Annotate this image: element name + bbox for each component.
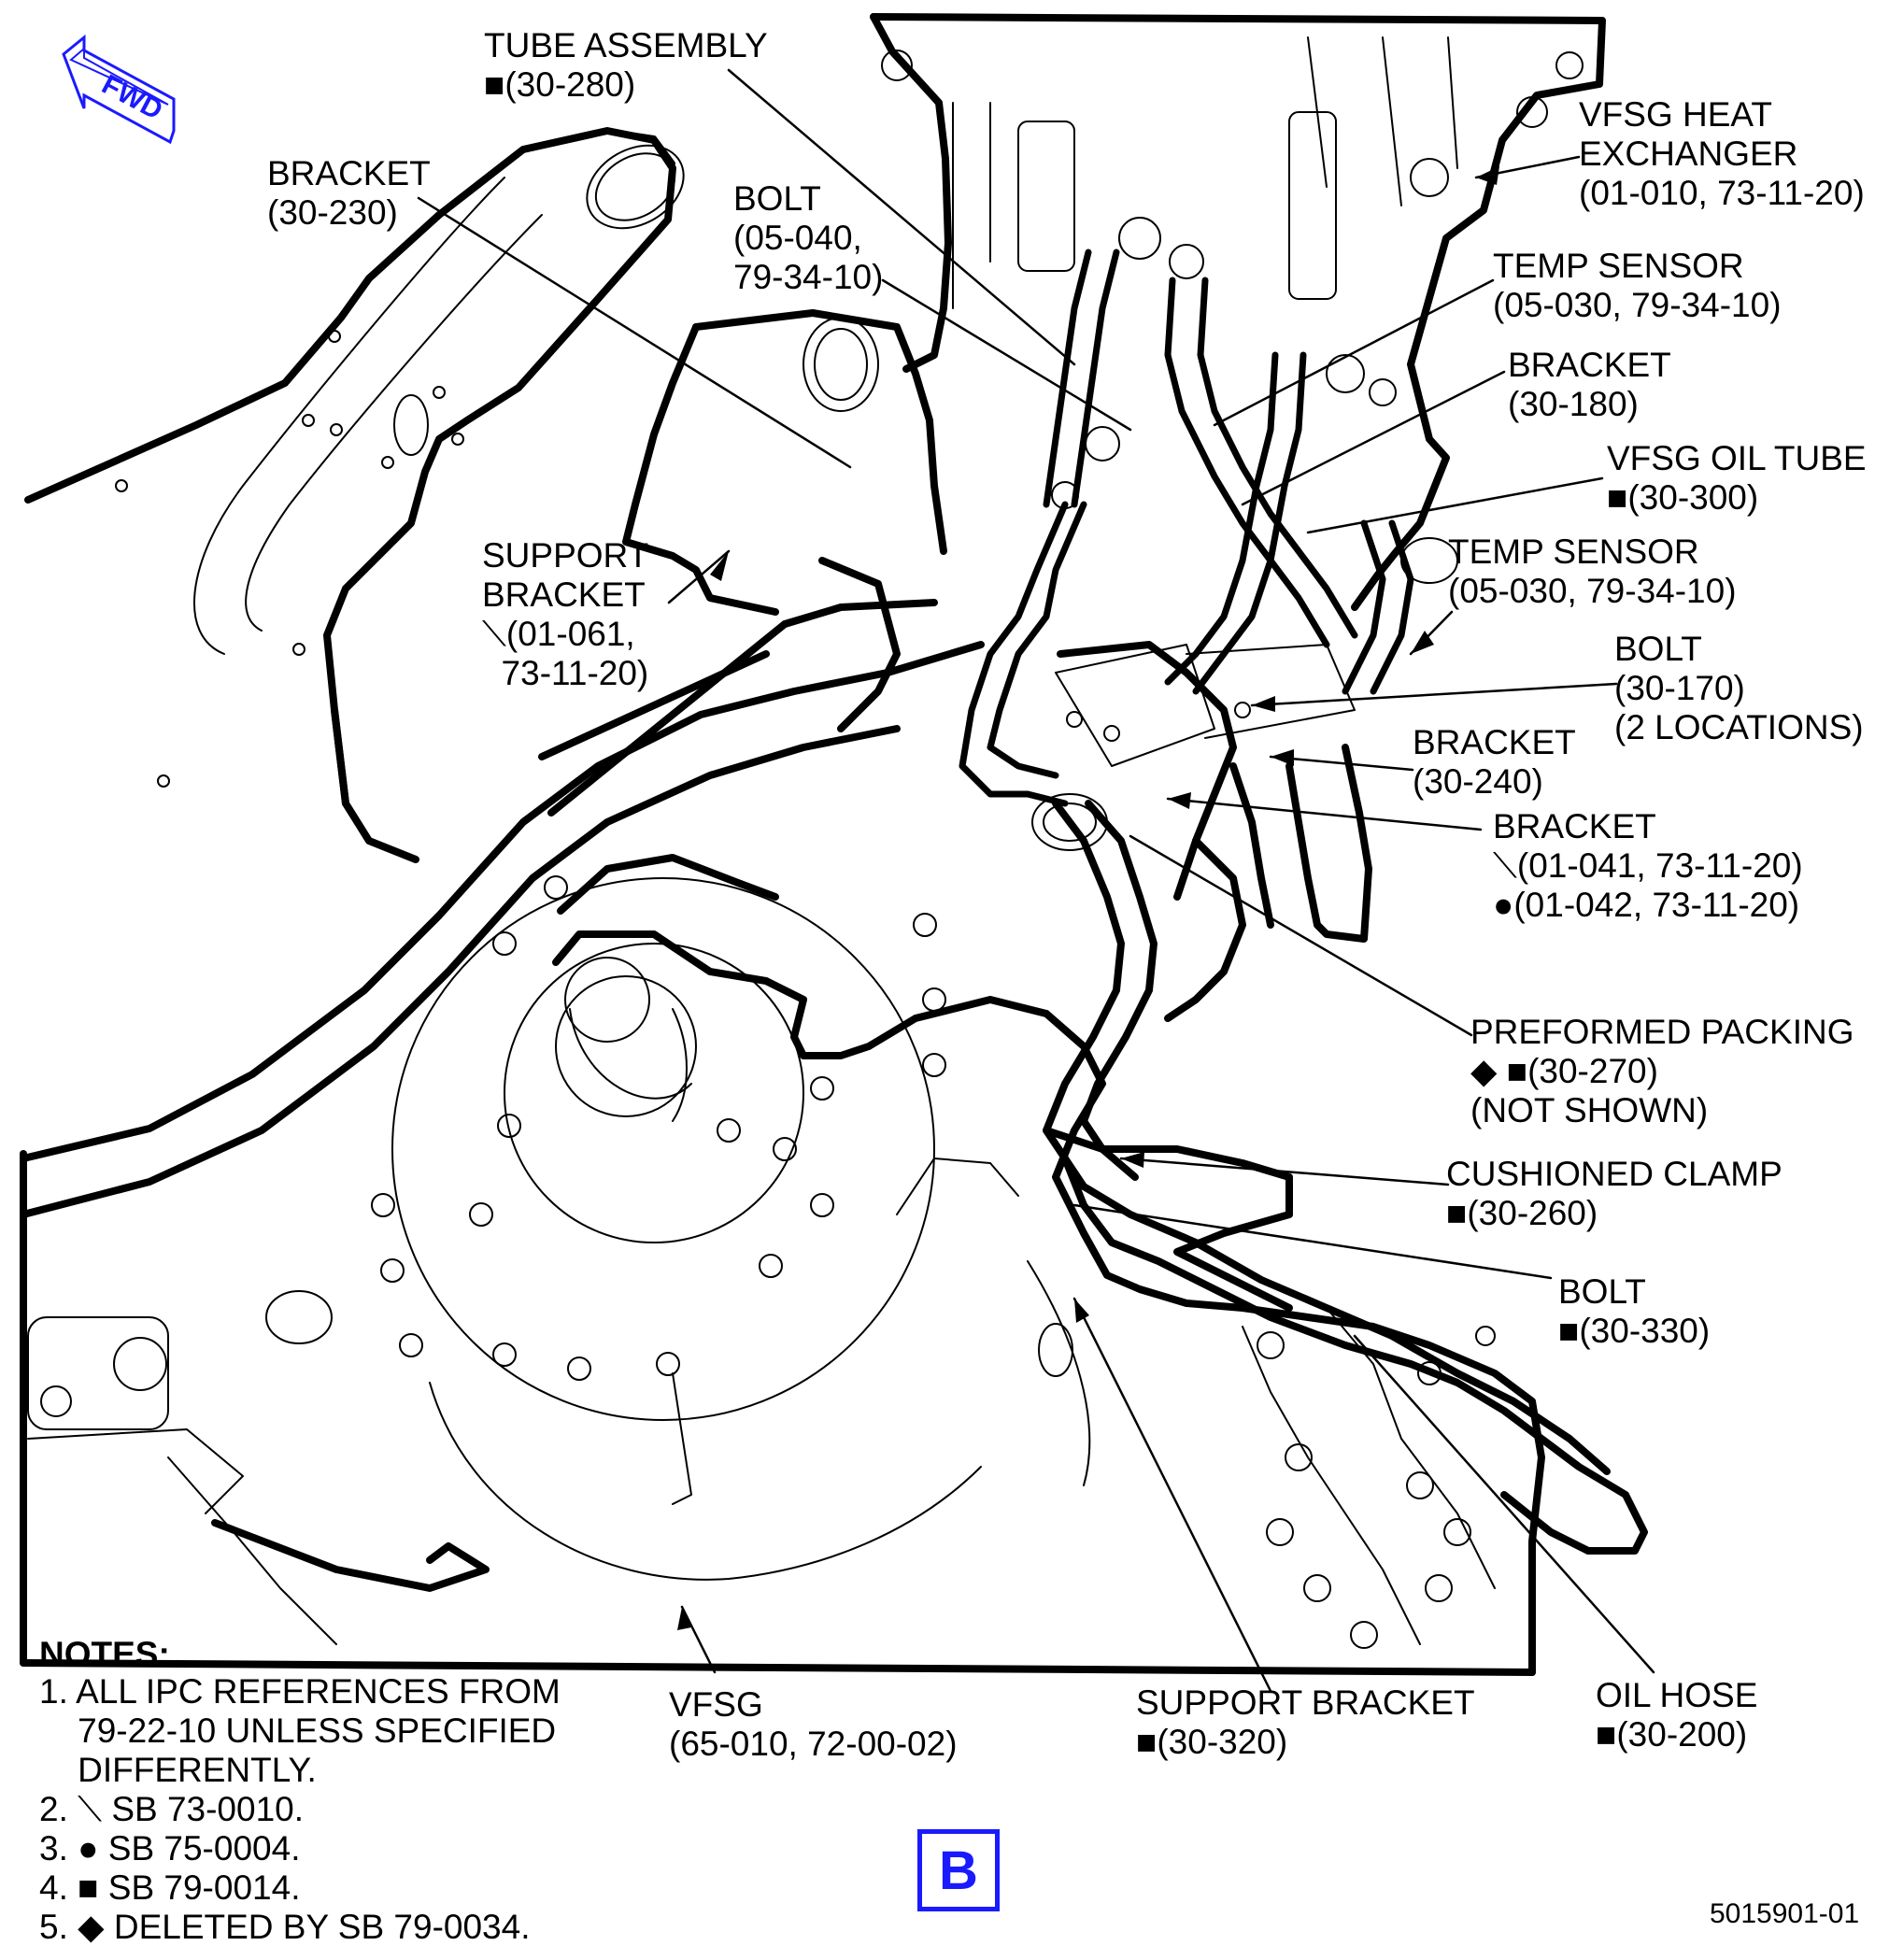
- right-tube-outline: [1164, 744, 1372, 1022]
- tube-assembly-outline: [959, 249, 1414, 807]
- callout-line: TEMP SENSOR: [1448, 533, 1699, 571]
- callout-tube-assembly: TUBE ASSEMBLY■(30-280): [484, 26, 768, 105]
- callout-line: VFSG HEAT: [1579, 95, 1772, 134]
- callout-vfsg-oil-tube: VFSG OIL TUBE■(30-300): [1607, 439, 1867, 518]
- callout-line: BRACKET: [482, 575, 646, 614]
- callout-line: EXCHANGER: [1579, 135, 1798, 173]
- support-bracket-outline: [622, 309, 1237, 901]
- note-line: 5. ◆ DELETED BY SB 79-0034.: [39, 1908, 531, 1946]
- note-line: 3. ● SB 75-0004.: [39, 1829, 301, 1868]
- vfsg-oil-tube-outline: [20, 599, 985, 1218]
- callout-temp-sensor-1: TEMP SENSOR(05-030, 79-34-10): [1493, 247, 1782, 325]
- callout-line: (05-040,: [733, 219, 862, 257]
- callout-bracket-240: BRACKET(30-240): [1413, 723, 1576, 802]
- callout-cushioned-clamp: CUSHIONED CLAMP■(30-260): [1446, 1155, 1782, 1233]
- note-line: 1. ALL IPC REFERENCES FROM: [39, 1672, 561, 1711]
- callout-line: (2 LOCATIONS): [1614, 708, 1864, 746]
- callout-support-bracket-320: SUPPORT BRACKET■(30-320): [1136, 1683, 1475, 1762]
- fwd-arrow-icon: FWD: [62, 34, 176, 145]
- callout-line: BRACKET: [1493, 807, 1656, 845]
- callout-line: BOLT: [1614, 630, 1702, 668]
- callout-line: BOLT: [733, 179, 821, 218]
- callout-line: ⟍(01-061,: [482, 615, 635, 653]
- callout-line: ■(30-300): [1607, 478, 1759, 517]
- callout-temp-sensor-2: TEMP SENSOR(05-030, 79-34-10): [1448, 533, 1737, 611]
- callout-bracket-041: BRACKET⟍(01-041, 73-11-20)●(01-042, 73-1…: [1493, 807, 1803, 925]
- callout-line: BOLT: [1558, 1272, 1646, 1311]
- callout-line: PREFORMED PACKING: [1470, 1013, 1854, 1051]
- callout-bracket-230: BRACKET(30-230): [267, 154, 431, 233]
- callout-line: BRACKET: [1508, 346, 1671, 384]
- callout-line: (05-030, 79-34-10): [1448, 572, 1737, 610]
- callout-line: ■(30-330): [1558, 1312, 1711, 1350]
- callout-line: (30-180): [1508, 385, 1639, 423]
- callout-line: SUPPORT: [482, 536, 649, 575]
- callout-line: ■(30-280): [484, 65, 636, 104]
- note-line: 2. ⟍ SB 73-0010.: [39, 1790, 305, 1828]
- callout-bolt-040: BOLT(05-040,79-34-10): [733, 179, 883, 297]
- callout-line: 73-11-20): [482, 654, 649, 692]
- callout-bracket-180: BRACKET(30-180): [1508, 346, 1671, 424]
- callout-line: ●(01-042, 73-11-20): [1493, 886, 1800, 924]
- note-line: 79-22-10 UNLESS SPECIFIED: [39, 1711, 557, 1750]
- callout-preformed-packing: PREFORMED PACKING◆ ■(30-270)(NOT SHOWN): [1470, 1013, 1853, 1130]
- callout-line: ■(30-260): [1446, 1194, 1598, 1232]
- view-label: B: [917, 1829, 1000, 1911]
- inlet-duct-outline: [24, 127, 676, 863]
- leader-arrowheads: [677, 166, 1499, 1630]
- notes-title: NOTES:: [39, 1635, 170, 1673]
- callout-line: OIL HOSE: [1596, 1676, 1758, 1714]
- callout-line: (30-240): [1413, 762, 1543, 801]
- vfsg-generator-face: [27, 875, 1496, 1649]
- callout-line: TUBE ASSEMBLY: [484, 26, 768, 64]
- callout-line: (30-170): [1614, 669, 1745, 707]
- inlet-duct-detail: [115, 144, 685, 788]
- callout-line: ⟍(01-041, 73-11-20): [1493, 846, 1803, 885]
- callout-line: BRACKET: [267, 154, 431, 192]
- oil-hose-outline: [1043, 800, 1648, 1555]
- callout-line: ◆ ■(30-270): [1470, 1052, 1658, 1090]
- note-line: 4. ■ SB 79-0014.: [39, 1868, 301, 1907]
- callout-oil-hose: OIL HOSE■(30-200): [1596, 1676, 1757, 1754]
- callout-line: (30-230): [267, 193, 398, 232]
- callout-line: (05-030, 79-34-10): [1493, 286, 1782, 324]
- callout-line: 79-34-10): [733, 258, 884, 296]
- note-line: DIFFERENTLY.: [39, 1751, 317, 1789]
- callout-line: ■(30-320): [1136, 1723, 1288, 1761]
- fine-detail-lines: [802, 36, 1584, 851]
- callout-line: SUPPORT BRACKET: [1136, 1683, 1475, 1722]
- figure-number: 5015901-01: [1710, 1898, 1860, 1929]
- callout-line: ■(30-200): [1596, 1715, 1748, 1754]
- callout-line: (65-010, 72-00-02): [669, 1725, 958, 1763]
- callout-line: VFSG: [669, 1685, 763, 1724]
- callout-line: CUSHIONED CLAMP: [1446, 1155, 1782, 1193]
- callout-line: BRACKET: [1413, 723, 1576, 761]
- leader-lines: [417, 68, 1655, 1693]
- callout-bolt-330: BOLT■(30-330): [1558, 1272, 1710, 1351]
- callout-line: TEMP SENSOR: [1493, 247, 1744, 285]
- callout-bolt-170: BOLT(30-170)(2 LOCATIONS): [1614, 630, 1864, 747]
- callout-line: (01-010, 73-11-20): [1579, 174, 1865, 212]
- callout-line: (NOT SHOWN): [1470, 1091, 1709, 1129]
- callout-vfsg: VFSG(65-010, 72-00-02): [669, 1685, 958, 1764]
- callout-line: VFSG OIL TUBE: [1607, 439, 1867, 477]
